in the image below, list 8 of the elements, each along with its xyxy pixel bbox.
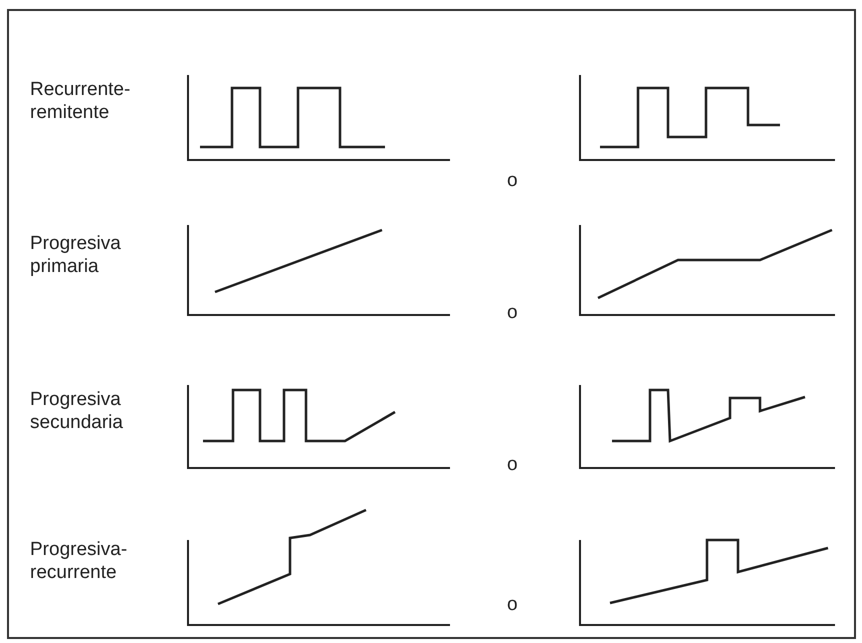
course-type-label: Progresiva secundaria xyxy=(30,388,124,434)
conjunction-text: o xyxy=(507,454,518,476)
course-type-label: Progresiva primaria xyxy=(30,232,122,278)
conjunction-text: o xyxy=(507,594,518,616)
conjunction-text: o xyxy=(507,170,518,192)
course-type-label: Progresiva-recurrente xyxy=(30,538,128,584)
conjunction-text: o xyxy=(507,302,518,324)
course-type-label: Recurrente-remitente xyxy=(30,78,132,124)
